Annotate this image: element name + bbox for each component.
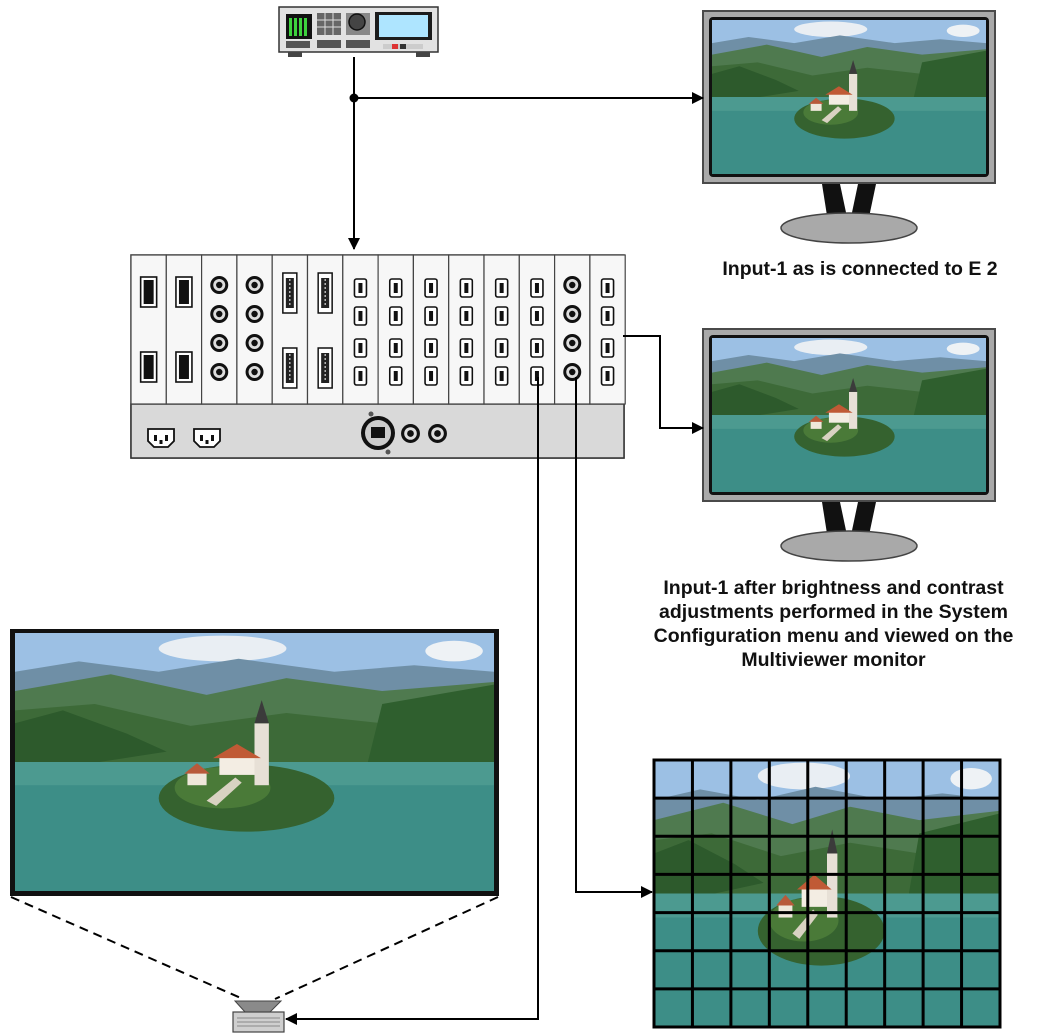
network-port: [361, 411, 395, 455]
dvi-connector: [282, 272, 298, 314]
projector-icon: [232, 1000, 285, 1033]
dvi-connector: [317, 347, 333, 389]
fiber-connector: [494, 278, 509, 298]
fiber-connector: [530, 366, 544, 386]
caption-top-monitor: Input-1 as is connected to E 2: [722, 258, 998, 280]
fiber-connector: [353, 338, 368, 358]
fiber-connector: [424, 278, 438, 298]
fiber-connector: [353, 278, 368, 298]
fiber-connector: [424, 306, 438, 326]
fiber-connector: [388, 306, 403, 326]
fiber-connector: [388, 278, 403, 298]
bnc-connector: [245, 305, 264, 323]
fiber-connector: [388, 338, 403, 358]
bnc-connector: [563, 276, 582, 294]
fiber-connector: [600, 306, 615, 326]
fiber-connector: [600, 278, 615, 298]
fiber-connector: [530, 338, 544, 358]
fiber-connector: [530, 306, 544, 326]
fiber-connector: [424, 338, 438, 358]
bnc-connector: [245, 276, 264, 294]
controller-icon: [278, 6, 439, 57]
dvi-connector: [282, 347, 298, 389]
bnc-connector: [563, 305, 582, 323]
fiber-connector: [600, 366, 615, 386]
fiber-connector: [494, 338, 509, 358]
fiber-connector: [600, 338, 615, 358]
caption-multiviewer-monitor: Input-1 after brightness and contrast ad…: [653, 577, 1014, 671]
ref-bnc-1: [401, 424, 420, 443]
connections: [285, 57, 704, 1025]
fiber-connector: [353, 366, 368, 386]
fiber-connector: [424, 366, 438, 386]
tiled-video-wall: [652, 758, 1002, 1029]
fiber-connector: [494, 306, 509, 326]
fiber-connector: [459, 338, 474, 358]
fiber-connector: [459, 306, 474, 326]
bnc-connector: [245, 334, 264, 352]
bnc-connector: [245, 363, 264, 381]
monitor-input-1: [703, 11, 995, 243]
fiber-connector: [388, 366, 403, 386]
ref-bnc-2: [428, 424, 447, 443]
multiviewer-monitor: [703, 329, 995, 561]
fiber-connector: [459, 366, 474, 386]
dvi-connector: [317, 272, 333, 314]
power-inlet-2: [193, 428, 221, 448]
bnc-connector: [210, 363, 229, 381]
rack-frame-icon: [130, 254, 626, 459]
fiber-connector: [530, 278, 544, 298]
bnc-connector: [563, 334, 582, 352]
fiber-connector: [494, 366, 509, 386]
projection-screen: [10, 629, 499, 896]
fiber-connector: [459, 278, 474, 298]
power-inlet-1: [147, 428, 175, 448]
projection-beams: [10, 896, 499, 1000]
bnc-connector: [210, 334, 229, 352]
bnc-connector: [563, 363, 582, 381]
bnc-connector: [210, 276, 229, 294]
bnc-connector: [210, 305, 229, 323]
fiber-connector: [353, 306, 368, 326]
